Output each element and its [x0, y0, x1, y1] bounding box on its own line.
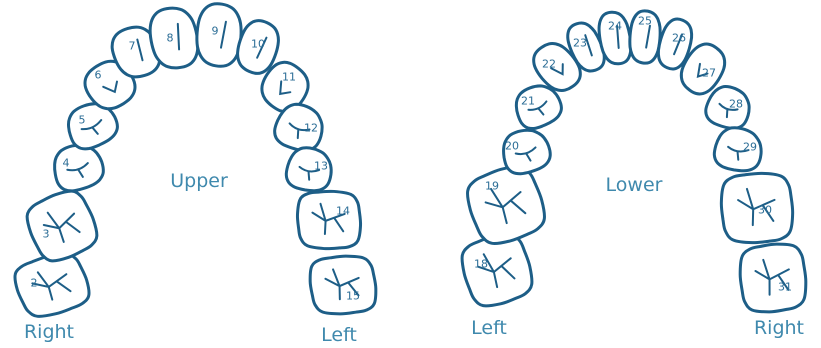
tooth-number-24: 24 [608, 20, 622, 33]
tooth-number-21: 21 [521, 95, 535, 108]
lower-tooth-19[interactable] [464, 163, 547, 246]
tooth-number-2: 2 [31, 277, 38, 290]
tooth-number-22: 22 [542, 58, 556, 71]
tooth-number-10: 10 [251, 38, 265, 51]
tooth-number-18: 18 [474, 258, 488, 271]
tooth-number-11: 11 [282, 71, 296, 84]
tooth-number-9: 9 [212, 25, 219, 38]
lower-tooth-30[interactable] [716, 167, 799, 248]
upper-tooth-3[interactable] [23, 187, 101, 265]
tooth-number-4: 4 [63, 157, 70, 170]
tooth-number-12: 12 [304, 122, 318, 135]
upper-side-label-right: Right [24, 321, 74, 343]
tooth-number-19: 19 [485, 180, 499, 193]
tooth-number-23: 23 [573, 37, 587, 50]
tooth-number-13: 13 [314, 160, 328, 173]
tooth-number-20: 20 [505, 140, 519, 153]
upper-tooth-14[interactable] [292, 185, 367, 255]
lower-arch: 18 19 20 21 22 23 24 25 26 27 28 29 30 31 [460, 10, 810, 317]
upper-tooth-15[interactable] [306, 252, 379, 318]
tooth-number-3: 3 [43, 228, 50, 241]
tooth-number-27: 27 [702, 67, 716, 80]
lower-side-label-left: Left [471, 317, 507, 339]
tooth-number-25: 25 [638, 15, 652, 28]
lower-arch-label: Lower [606, 174, 663, 196]
lower-tooth-31[interactable] [736, 240, 810, 316]
tooth-number-5: 5 [79, 114, 86, 127]
lower-side-label-right: Right [754, 317, 804, 339]
tooth-number-28: 28 [729, 98, 743, 111]
tooth-number-7: 7 [129, 40, 136, 53]
tooth-number-15: 15 [346, 290, 360, 303]
tooth-number-26: 26 [672, 32, 686, 45]
tooth-number-30: 30 [758, 204, 772, 217]
tooth-number-14: 14 [336, 205, 350, 218]
tooth-number-29: 29 [743, 141, 757, 154]
tooth-number-8: 8 [167, 32, 174, 45]
tooth-outline [712, 124, 766, 175]
tooth-number-31: 31 [778, 281, 792, 294]
tooth-number-6: 6 [95, 69, 102, 82]
upper-side-label-left: Left [321, 324, 357, 346]
upper-arch-label: Upper [170, 170, 228, 192]
lower-tooth-29[interactable] [712, 124, 766, 175]
upper-arch: 2 3 4 5 6 7 8 9 10 11 12 13 14 15 [12, 2, 379, 319]
